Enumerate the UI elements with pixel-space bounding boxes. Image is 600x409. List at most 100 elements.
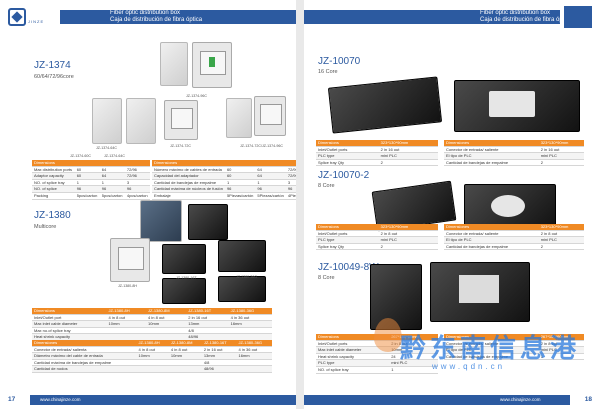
table-cell: Dimensiones	[152, 160, 225, 167]
product-image-1380	[188, 204, 228, 240]
table-cell: 2	[538, 159, 584, 167]
table-cell: 1	[74, 179, 100, 187]
table-cell: 323*130*90mm	[378, 140, 438, 147]
table-cell: 323*130*90mm	[538, 140, 584, 147]
table-cell: PLC type	[316, 359, 390, 367]
table-cell: 1	[538, 353, 584, 361]
caption: JZ-1374-64C	[104, 154, 125, 158]
table-cell: 2	[378, 159, 438, 167]
product-image-1380	[218, 276, 266, 302]
table-cell	[146, 327, 187, 335]
page-number: 17	[8, 396, 16, 403]
table-cell: Conector de entrada/ saliente	[444, 230, 539, 238]
table-cell: 96	[224, 185, 256, 193]
table-cell: Conector de entrada/ saliente	[444, 146, 539, 154]
footer-band	[30, 395, 296, 405]
table-cell: 1	[224, 179, 256, 187]
table-cell: Diámetro máximo del cable de entrada	[32, 352, 137, 360]
model-subtitle-jz1374: 60/64/72/96core	[34, 74, 74, 80]
table-cell: Max inlet cable diameter	[32, 320, 107, 328]
table-cell: 16mm	[236, 352, 272, 360]
table-cell: 60	[224, 166, 256, 174]
table-cell: 2	[538, 243, 584, 251]
header-band	[60, 10, 296, 24]
table-cell: Inlet/Outlet ports	[316, 230, 379, 238]
table-cell: 10mm	[106, 320, 147, 328]
left-footer: 17 www.chinajinze.com	[0, 395, 296, 405]
table-cell: JZ-1380-8M	[168, 340, 202, 347]
model-subtitle-jz1380: Multicore	[34, 224, 57, 230]
table-cell: 64	[255, 172, 286, 180]
model-subtitle-jz10049: 8 Core	[318, 275, 335, 281]
table-cell: 267*150*60mm	[538, 334, 584, 341]
table-cell: mini PLC	[538, 236, 584, 244]
table-cell: 1	[255, 179, 286, 187]
table-cell: 24	[389, 353, 438, 361]
caption: JZ-1380-36G	[236, 275, 258, 279]
product-image	[126, 98, 156, 144]
table-cell: Heat shrink capacity	[316, 353, 390, 361]
table-cell: 96	[74, 185, 100, 193]
table-cell: 2	[378, 243, 438, 251]
table-cell: Dimensions	[32, 308, 107, 315]
table-cell	[74, 160, 100, 167]
brand-logo: JINZE	[8, 8, 54, 28]
header-title: Fiber optic distribution box Caja de dis…	[110, 10, 203, 23]
table-cell: 48/96	[201, 365, 237, 373]
page-number: 18	[584, 396, 592, 403]
table-cell: Dimensiones	[444, 224, 539, 231]
table-cell: JZ-1380-8M	[146, 308, 187, 315]
product-image-jz10049-closed	[370, 264, 422, 330]
right-header: Fiber optic distribution box Caja de dis…	[304, 6, 600, 28]
caption: JZ-1374-64C	[96, 146, 117, 150]
table-cell	[146, 333, 187, 341]
table-cell: 4 in 36 out	[236, 346, 272, 354]
table-cell: mini PLC	[538, 152, 584, 160]
table-cell: 10mm	[146, 320, 187, 328]
table-cell: 4 in 36 out	[228, 314, 272, 322]
product-image	[164, 100, 198, 140]
footer-url: www.chinajinze.com	[500, 397, 541, 402]
table-cell	[168, 365, 202, 373]
table-cell	[236, 359, 272, 367]
footer-band	[304, 395, 570, 405]
product-image-1380	[162, 244, 206, 274]
table-cell: Cantidad de bandejas de empalme	[152, 179, 225, 187]
table-cell: 96	[124, 185, 150, 193]
table-cell: Dimensions	[316, 140, 379, 147]
table-cell: Splice tray Qty	[316, 159, 379, 167]
table-cell: NO. of splice	[32, 185, 75, 193]
caption: JZ-1374-96C	[186, 94, 207, 98]
model-title-jz1380: JZ-1380	[34, 210, 71, 221]
left-page: JINZE Fiber optic distribution box Caja …	[0, 0, 317, 409]
table-cell: 323*130*90mm	[538, 224, 584, 231]
table-cell: Max no.of splice tray	[32, 327, 107, 335]
table-cell: Dimensions	[316, 334, 390, 341]
header-title: Fiber optic distribution box Caja de dis…	[480, 10, 573, 23]
caption: JZ-1374-72C/JZ-1374-96C	[240, 144, 283, 148]
table-cell: 2 in 8 out	[538, 230, 584, 238]
table-cell: Embalaje	[152, 192, 225, 200]
product-image-jz10070-open	[454, 80, 580, 132]
table-cell: Packing	[32, 192, 75, 200]
product-image-1380	[218, 240, 266, 272]
table-cell: Inlet/Outlet ports	[316, 146, 379, 154]
